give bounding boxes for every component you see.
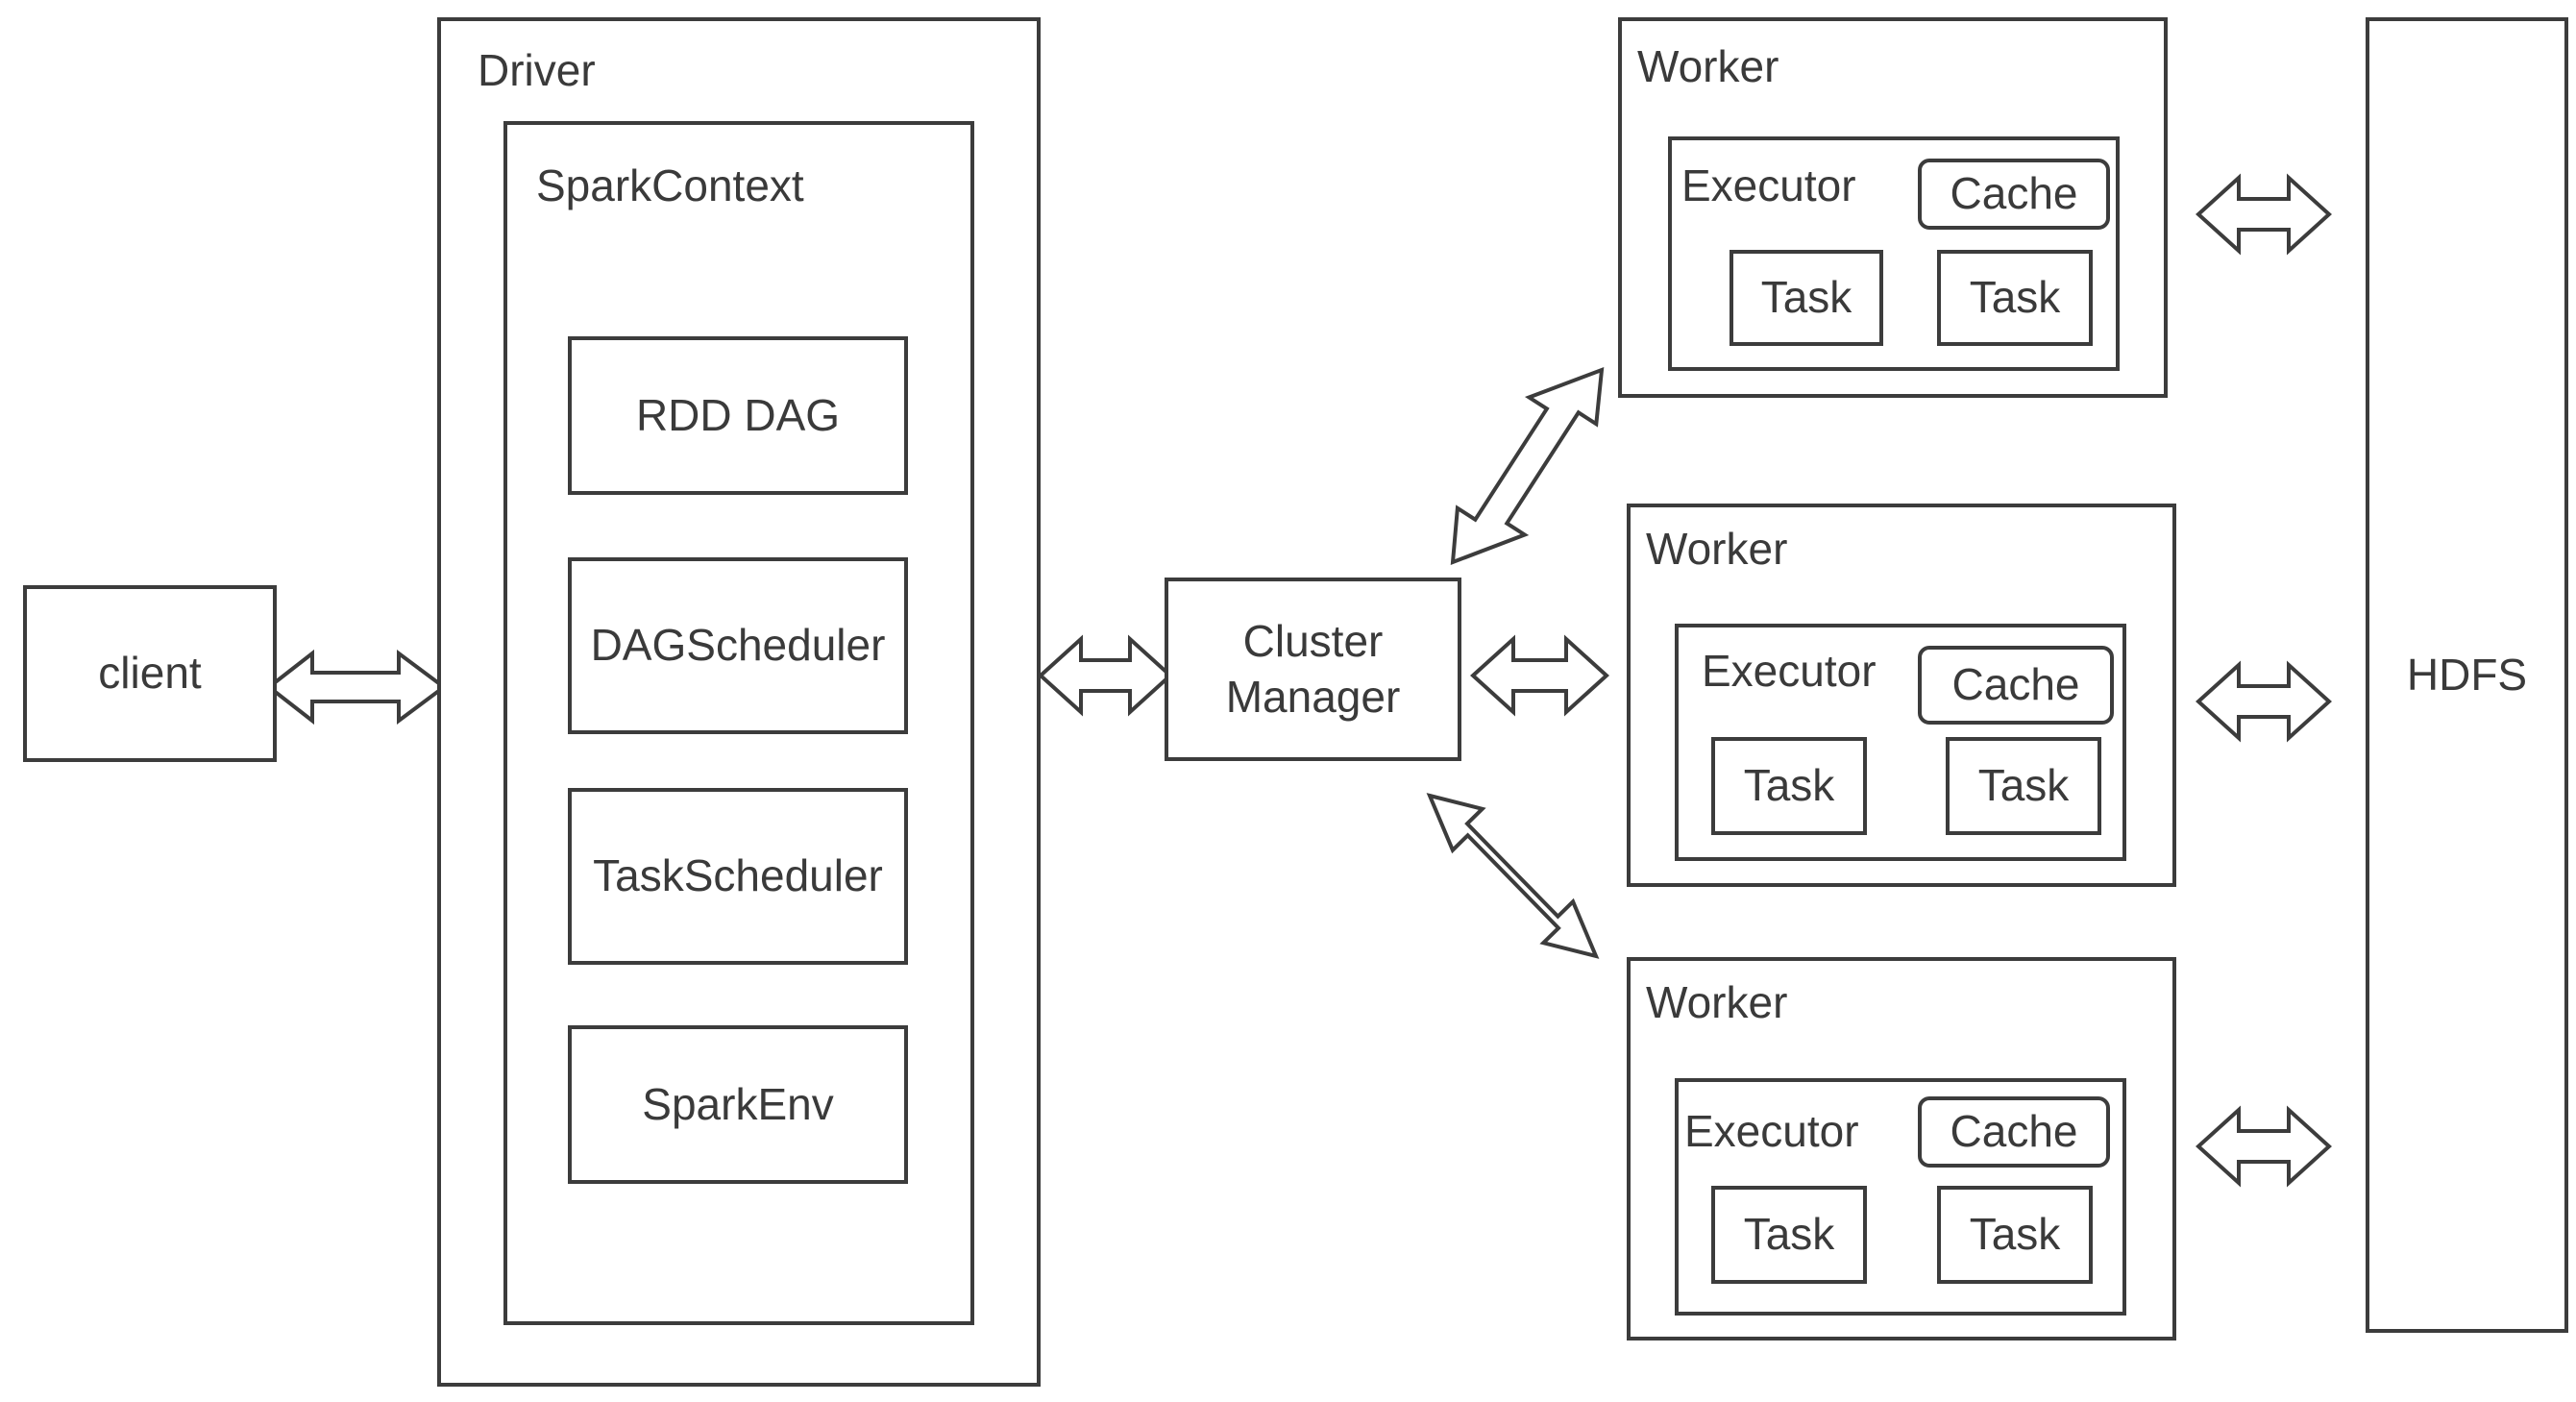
cache-box: Cache	[1918, 646, 2114, 725]
arrow-cluster-manager-worker1	[1450, 366, 1605, 566]
worker-title: Worker	[1646, 524, 1788, 574]
worker-title: Worker	[1637, 41, 1779, 91]
driver-title: Driver	[478, 45, 596, 95]
worker-title: Worker	[1646, 977, 1788, 1027]
task-label: Task	[1760, 272, 1852, 323]
task-box: Task	[1711, 737, 1867, 835]
task-box: Task	[1946, 737, 2101, 835]
cache-box: Cache	[1918, 159, 2110, 230]
dag-scheduler-box: DAGScheduler	[568, 557, 908, 734]
cache-label: Cache	[1950, 168, 2078, 219]
task-box: Task	[1937, 250, 2093, 346]
task-label: Task	[1743, 760, 1835, 811]
dag-scheduler-label: DAGScheduler	[590, 620, 886, 671]
rdd-dag-box: RDD DAG	[568, 336, 908, 495]
spark-context-title: SparkContext	[536, 160, 804, 210]
cluster-manager-label: Cluster Manager	[1225, 616, 1401, 722]
executor-title: Executor	[1681, 160, 1856, 210]
cluster-manager-box: Cluster Manager	[1165, 578, 1461, 761]
task-scheduler-label: TaskScheduler	[593, 850, 883, 901]
task-label: Task	[1977, 760, 2070, 811]
cache-label: Cache	[1950, 1106, 2078, 1157]
cache-label: Cache	[1951, 659, 2080, 710]
arrow-cluster-manager-worker3	[1426, 793, 1600, 959]
task-box: Task	[1711, 1186, 1867, 1284]
task-box: Task	[1730, 250, 1883, 346]
client-box: client	[23, 585, 277, 762]
arrow-worker1-hdfs	[2196, 173, 2332, 256]
executor-title: Executor	[1702, 646, 1877, 696]
task-label: Task	[1743, 1209, 1835, 1260]
cache-box: Cache	[1918, 1096, 2110, 1168]
task-label: Task	[1969, 1209, 2061, 1260]
hdfs-label: HDFS	[2406, 649, 2528, 700]
executor-title: Executor	[1684, 1106, 1859, 1156]
task-scheduler-box: TaskScheduler	[568, 788, 908, 965]
rdd-dag-label: RDD DAG	[635, 389, 841, 440]
client-label: client	[98, 648, 202, 699]
spark-env-label: SparkEnv	[642, 1078, 834, 1129]
spark-env-box: SparkEnv	[568, 1025, 908, 1184]
arrow-cluster-manager-worker2	[1470, 634, 1609, 717]
arrow-worker2-hdfs	[2196, 660, 2332, 743]
arrow-client-driver	[265, 649, 448, 726]
arrow-driver-cluster-manager	[1038, 634, 1173, 717]
hdfs-box: HDFS	[2366, 17, 2568, 1333]
task-box: Task	[1937, 1186, 2093, 1284]
arrow-worker3-hdfs	[2196, 1105, 2332, 1188]
task-label: Task	[1969, 272, 2061, 323]
